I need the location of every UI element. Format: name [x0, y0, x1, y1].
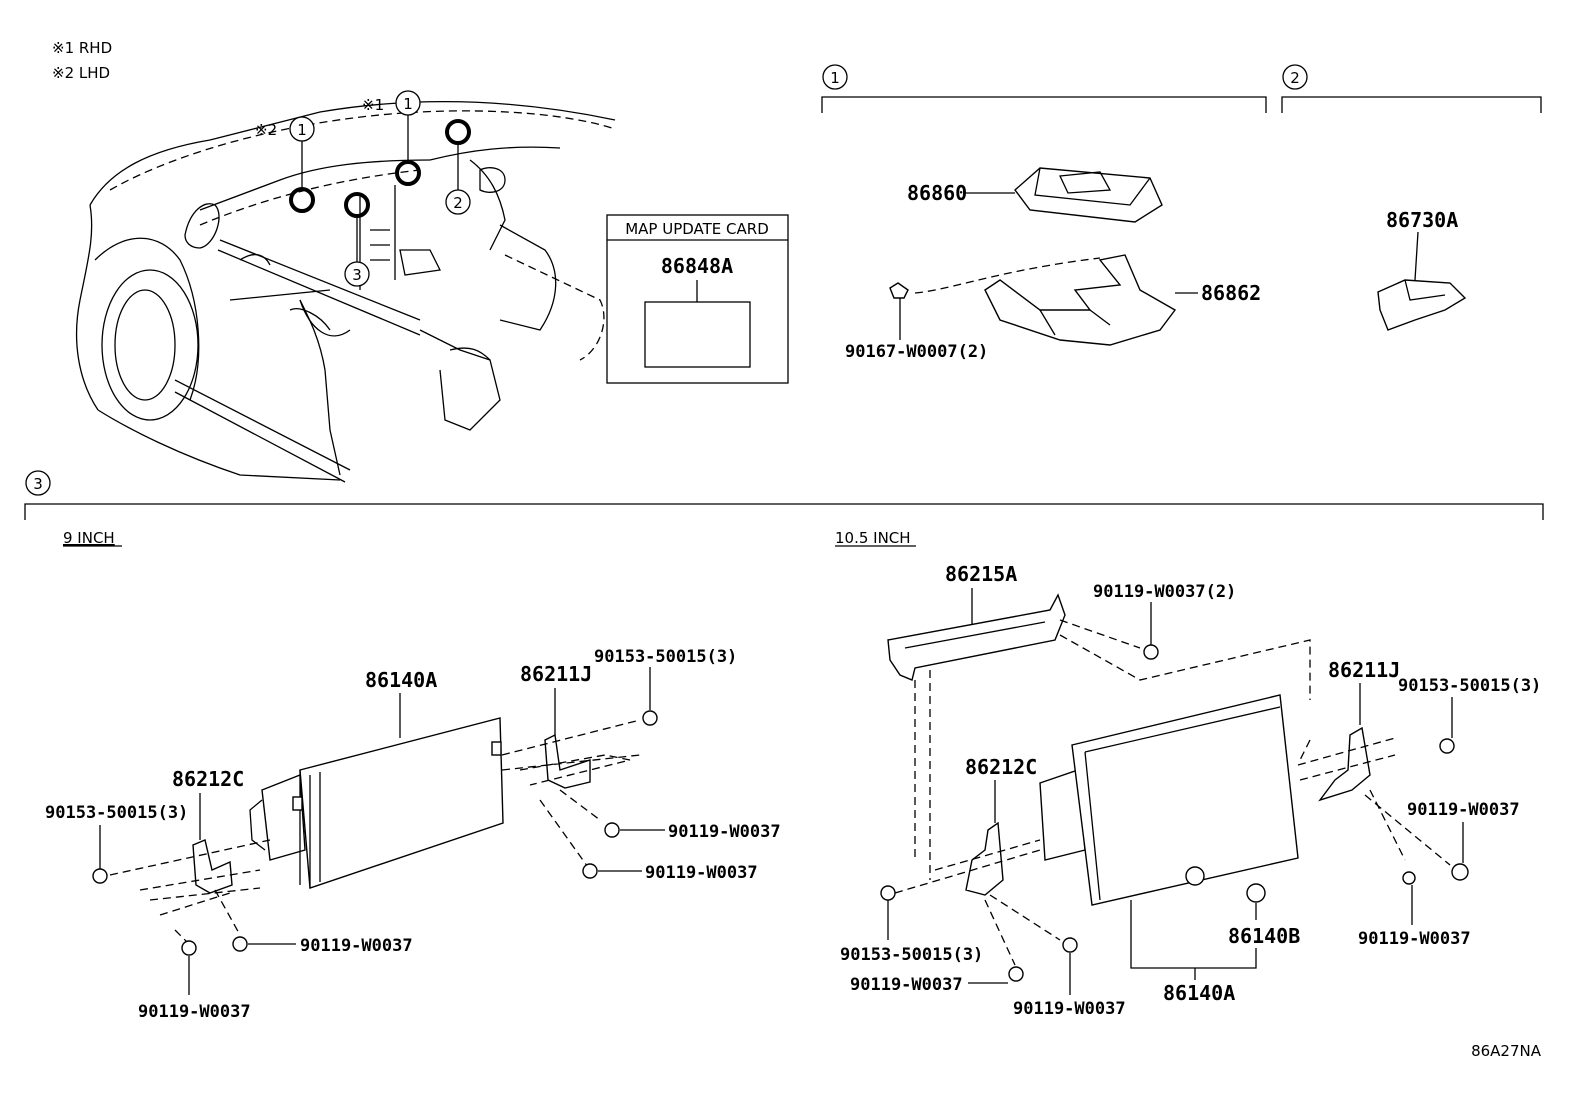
ten-inch-display — [1071, 694, 1299, 906]
nine-86211J-label: 86211J — [520, 662, 592, 686]
ten-86211J-label: 86211J — [1328, 658, 1400, 682]
nine-86212C-label: 86212C — [172, 767, 244, 791]
callout-circle — [445, 189, 471, 215]
overview-lhd-mark: ※2 — [255, 121, 277, 139]
nine-screw-r1-label: 90119-W0037 — [668, 822, 781, 842]
nine-screw-r2-label: 90119-W0037 — [645, 863, 758, 883]
nine-inch-assembly: 86140A 86211J 90153-50015(3) 90119-W0037… — [45, 647, 781, 1022]
section-3-number: 3 — [33, 475, 43, 493]
callout-circle — [344, 261, 370, 287]
part-86730A-label: 86730A — [1386, 208, 1458, 232]
nine-left-bracket — [192, 839, 233, 894]
nine-inch-label: 9 INCH — [63, 529, 115, 547]
usb-module — [1377, 279, 1467, 331]
location-marker — [445, 119, 471, 145]
ten-inch-assembly: 86215A 90119-W0037(2) 86211J 90153-50015… — [840, 562, 1541, 1019]
knob-cap — [1246, 883, 1266, 903]
location-marker — [395, 160, 421, 186]
ten-86140B-label: 86140B — [1228, 924, 1300, 948]
ten-screw-b2-label: 90119-W0037 — [1013, 999, 1126, 1019]
nine-screw-left-label: 90153-50015(3) — [45, 803, 188, 823]
ten-screw-r1-label: 90119-W0037 — [1407, 800, 1520, 820]
ten-screw-b1-label: 90119-W0037 — [850, 975, 963, 995]
section-2-number: 2 — [1290, 69, 1300, 87]
ten-86140A-label: 86140A — [1163, 981, 1235, 1005]
overview-rhd-mark: ※1 — [362, 96, 384, 114]
callout-label: 3 — [352, 266, 362, 284]
nine-screw-top-label: 90153-50015(3) — [594, 647, 737, 667]
map-card-part: 86848A — [661, 254, 733, 278]
ten-top-bracket — [887, 593, 1066, 681]
ten-screw-top-label: 90119-W0037(2) — [1093, 582, 1236, 602]
overview-callouts: ※1 1 ※2 1 2 3 — [255, 90, 471, 287]
ten-inch-label: 10.5 INCH — [835, 529, 911, 547]
callout-label: 1 — [403, 95, 413, 113]
section-2: 2 86730A — [1281, 64, 1542, 331]
legend-rhd: ※1 RHD — [52, 39, 112, 57]
diagram-code: 86A27NA — [1471, 1042, 1542, 1060]
nine-inch-display — [299, 717, 504, 889]
sd-card — [644, 301, 751, 368]
nine-screw-b1-label: 90119-W0037 — [138, 1002, 251, 1022]
knob — [1185, 866, 1205, 886]
section-1: 1 86860 86862 90167-W0007(2) — [821, 64, 1267, 362]
part-86862-label: 86862 — [1201, 281, 1261, 305]
section-3: 3 9 INCH 10.5 INCH — [24, 470, 1544, 547]
nine-screw-b2-label: 90119-W0037 — [300, 936, 413, 956]
ecu-bracket — [984, 254, 1177, 346]
ten-86212C-label: 86212C — [965, 755, 1037, 779]
ten-left-bracket — [965, 821, 1004, 896]
map-card-title: MAP UPDATE CARD — [625, 220, 769, 238]
location-marker — [344, 192, 370, 218]
section-1-number: 1 — [830, 69, 840, 87]
ten-screw-right-label: 90153-50015(3) — [1398, 676, 1541, 696]
ten-screw-left-label: 90153-50015(3) — [840, 945, 983, 965]
car-interior-illustration — [75, 101, 616, 483]
location-marker — [289, 187, 315, 213]
nine-86140A-label: 86140A — [365, 668, 437, 692]
part-86860-label: 86860 — [907, 181, 967, 205]
ten-86215A-label: 86215A — [945, 562, 1017, 586]
screw-icon — [889, 282, 909, 299]
map-update-card: MAP UPDATE CARD 86848A — [606, 214, 789, 384]
callout-label: 2 — [453, 194, 463, 212]
ten-screw-r2-label: 90119-W0037 — [1358, 929, 1471, 949]
legend-lhd: ※2 LHD — [52, 64, 110, 82]
part-90167-label: 90167-W0007(2) — [845, 342, 988, 362]
ten-right-bracket — [1318, 726, 1371, 802]
callout-label: 1 — [297, 121, 307, 139]
